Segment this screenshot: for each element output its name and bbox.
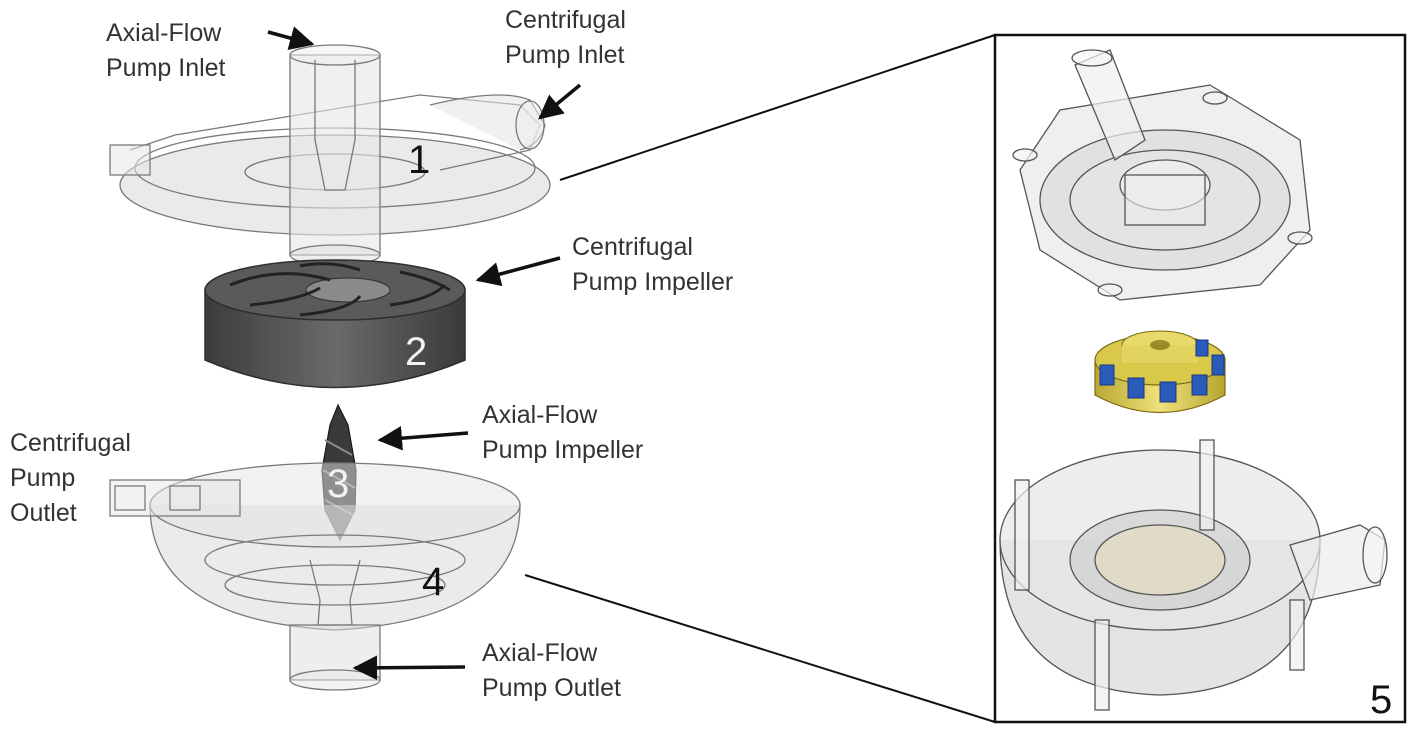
part-number-2: 2 [405, 330, 428, 374]
lower-housing [109, 462, 521, 691]
label-axial-flow-pump-inlet: Axial-Flow Pump Inlet [106, 19, 226, 82]
label-centrifugal-pump-inlet: Centrifugal Pump Inlet [505, 6, 626, 69]
inset-impeller [1094, 330, 1226, 414]
arrow-axial-inlet [267, 26, 315, 51]
arrow-axial-impeller [377, 426, 469, 451]
inset-lower-housing [999, 439, 1388, 711]
part-number-1: 1 [408, 138, 431, 182]
inset-upper-housing [1012, 49, 1313, 301]
connector-line-bottom [524, 574, 996, 723]
upper-housing [109, 44, 551, 266]
label-axial-flow-pump-outlet: Axial-Flow Pump Outlet [482, 639, 621, 702]
connector-line-top [559, 34, 996, 181]
part-number-3: 3 [327, 462, 350, 506]
arrow-axial-outlet [352, 655, 466, 681]
label-axial-flow-pump-impeller: Axial-Flow Pump Impeller [482, 401, 644, 464]
centrifugal-impeller [204, 259, 466, 389]
label-centrifugal-pump-impeller: Centrifugal Pump Impeller [572, 233, 734, 296]
part-number-4: 4 [422, 560, 445, 604]
arrow-centrifugal-impeller [475, 256, 561, 287]
part-number-5: 5 [1370, 678, 1393, 722]
arrow-centrifugal-inlet [538, 83, 582, 120]
label-centrifugal-pump-outlet: Centrifugal Pump Outlet [10, 429, 131, 527]
